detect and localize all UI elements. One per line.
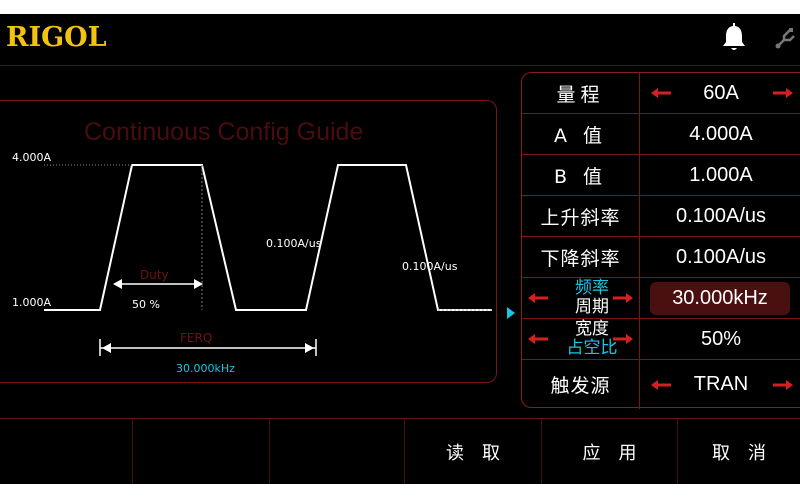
arrow-left-icon xyxy=(528,334,548,344)
arrow-right-icon[interactable] xyxy=(773,88,793,98)
fall-slew-row[interactable]: 下降斜率 0.100A/us xyxy=(522,237,800,278)
waveform-trace xyxy=(44,164,492,311)
header-divider xyxy=(0,65,800,66)
settings-table: 量程 60A A 值 4.000A B 值 1.000A 上升斜率 0.100A… xyxy=(521,72,800,409)
apply-button[interactable]: 应用 xyxy=(542,419,678,484)
frequency-row[interactable]: 频率 周期 30.000kHz xyxy=(522,278,800,319)
rise-slew-row[interactable]: 上升斜率 0.100A/us xyxy=(522,196,800,237)
arrow-right-icon xyxy=(613,293,633,303)
fall-slew-label: 0.100A/us xyxy=(402,260,458,273)
duty-label: Duty xyxy=(140,268,169,282)
cancel-button[interactable]: 取消 xyxy=(712,442,784,464)
rise-slew-label: 0.100A/us xyxy=(266,237,322,250)
frequency-label-cell[interactable]: 频率 周期 xyxy=(522,278,640,318)
arrow-left-icon[interactable] xyxy=(651,379,671,390)
freq-value: 30.000kHz xyxy=(176,362,235,375)
b-value[interactable]: 1.000A xyxy=(689,163,753,186)
header-bar: RIGOL xyxy=(0,14,800,64)
rise-slew-value[interactable]: 0.100A/us xyxy=(675,204,767,227)
duty-row[interactable]: 宽度 占空比 50% xyxy=(522,319,800,360)
b-value-row[interactable]: B 值 1.000A xyxy=(522,155,800,196)
read-button[interactable]: 读取 xyxy=(405,419,542,484)
fall-slew-value[interactable]: 0.100A/us xyxy=(675,245,767,268)
a-value[interactable]: 4.000A xyxy=(689,122,753,145)
frequency-option: 频率 xyxy=(575,278,609,298)
period-option: 周期 xyxy=(575,297,609,317)
a-value-row[interactable]: A 值 4.000A xyxy=(522,114,800,155)
high-level-label: 4.000A xyxy=(12,151,51,164)
width-option: 宽度 xyxy=(575,319,609,339)
selection-pointer-icon xyxy=(507,307,515,319)
waveform-diagram: 4.000A 1.000A 0.100A/us 0.100A/us Duty 5… xyxy=(12,151,492,375)
freq-arrow-right-head xyxy=(305,343,314,353)
range-value[interactable]: 60A xyxy=(703,81,739,104)
rise-slew-setting-label: 上升斜率 xyxy=(522,196,640,236)
bell-icon[interactable] xyxy=(718,22,750,54)
duty-option: 占空比 xyxy=(566,338,618,358)
trigger-source-label: 触发源 xyxy=(522,360,640,409)
arrow-left-icon[interactable] xyxy=(651,88,671,98)
freq-label: FERQ xyxy=(180,331,212,345)
duty-arrow-right-head xyxy=(194,279,203,289)
duty-cycle-value[interactable]: 50% xyxy=(700,327,742,350)
duty-value: 50 % xyxy=(132,298,160,311)
guide-title: Continuous Config Guide xyxy=(84,118,364,146)
softkey-1[interactable] xyxy=(0,419,133,484)
usb-icon xyxy=(775,28,795,49)
arrow-left-icon xyxy=(528,293,548,303)
a-value-label: A 值 xyxy=(522,114,640,154)
softkey-2[interactable] xyxy=(133,419,270,484)
arrow-right-icon[interactable] xyxy=(773,379,793,390)
instrument-screen: RIGOL Continuous Config Guide 4.000A 1.0… xyxy=(0,14,800,484)
trigger-source-row[interactable]: 触发源 TRAN xyxy=(522,360,800,409)
width-duty-toggle[interactable]: 宽度 占空比 xyxy=(552,319,632,359)
duty-arrow-left-head xyxy=(113,279,122,289)
range-row[interactable]: 量程 60A xyxy=(522,73,800,114)
softkey-bar: 读取 应用 取消 xyxy=(0,418,800,484)
freq-arrow-left-head xyxy=(102,343,111,353)
frequency-value[interactable]: 30.000kHz xyxy=(650,282,790,315)
b-value-label: B 值 xyxy=(522,155,640,195)
softkey-3[interactable] xyxy=(270,419,405,484)
fall-slew-setting-label: 下降斜率 xyxy=(522,237,640,277)
range-label: 量程 xyxy=(522,73,640,113)
brand-logo: RIGOL xyxy=(6,22,107,53)
duty-label-cell[interactable]: 宽度 占空比 xyxy=(522,319,640,359)
freq-period-toggle[interactable]: 频率 周期 xyxy=(552,278,632,318)
config-guide-panel xyxy=(0,100,497,383)
low-level-label: 1.000A xyxy=(12,296,51,309)
arrow-right-icon xyxy=(613,334,633,344)
trigger-source-value[interactable]: TRAN xyxy=(693,373,749,395)
